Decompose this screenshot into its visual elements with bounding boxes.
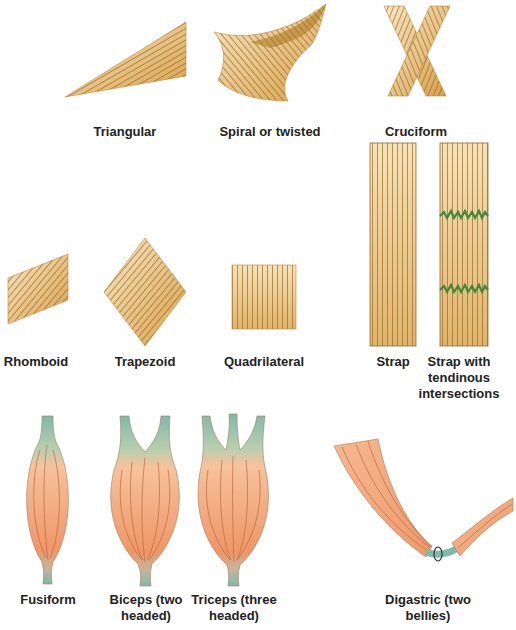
- digastric-muscle: [334, 439, 513, 561]
- shape-label: Rhomboid: [0, 354, 72, 370]
- shape-label: Strap with tendinous intersections: [403, 354, 515, 402]
- trapezoid-muscle: [104, 238, 186, 346]
- strap-intersected-muscle: [440, 143, 488, 346]
- biceps-muscle: [111, 416, 180, 586]
- shape-label: Strap: [363, 354, 423, 370]
- shape-label: Biceps (two headed): [100, 592, 192, 624]
- triceps-muscle: [198, 414, 268, 586]
- shape-label: Triceps (three headed): [186, 592, 282, 624]
- fusiform-muscle: [27, 416, 69, 584]
- shape-label: Cruciform: [361, 124, 471, 140]
- rhomboid-muscle: [8, 254, 68, 324]
- shape-label: Triangular: [65, 124, 185, 140]
- triangular-muscle: [65, 22, 186, 97]
- quadrilateral-muscle: [232, 265, 296, 329]
- cruciform-muscle: [384, 6, 450, 96]
- shape-label: Digastric (two bellies): [368, 592, 488, 624]
- shape-label: Quadrilateral: [209, 354, 319, 370]
- shape-label: Spiral or twisted: [200, 124, 340, 140]
- shape-label: Fusiform: [3, 592, 93, 608]
- shape-label: Trapezoid: [100, 354, 190, 370]
- spiral-muscle: [214, 4, 326, 101]
- strap-muscle: [370, 143, 416, 346]
